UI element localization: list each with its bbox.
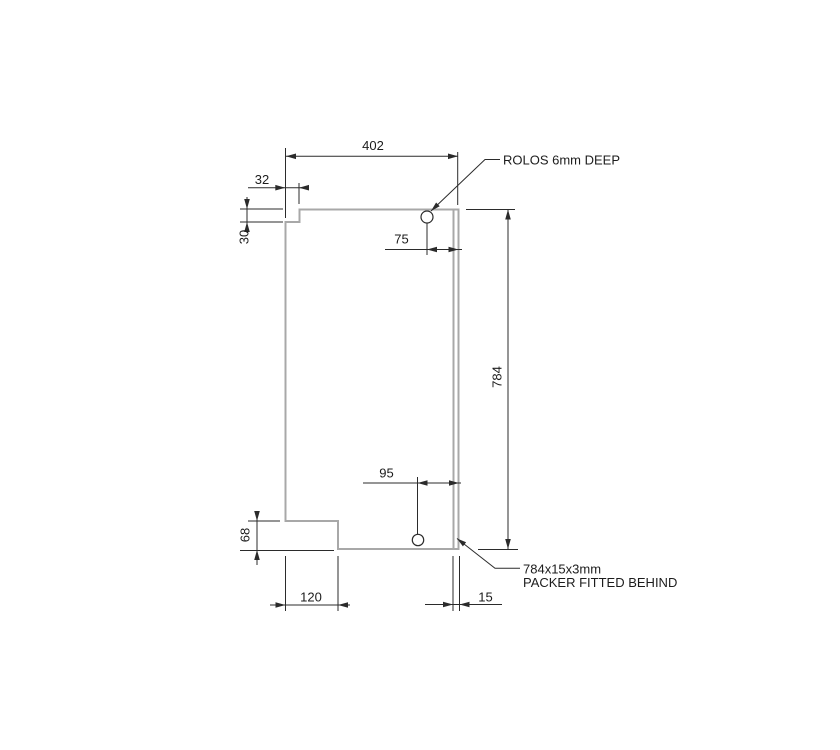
leader-arrowhead bbox=[431, 202, 440, 211]
dimension-text: 95 bbox=[379, 466, 393, 481]
dimension-text: 15 bbox=[478, 590, 492, 605]
dimension-text: 75 bbox=[394, 232, 408, 247]
arrowhead bbox=[244, 222, 250, 232]
arrowhead bbox=[338, 602, 348, 608]
arrowhead bbox=[443, 601, 453, 608]
dimension-text: 784 bbox=[490, 366, 505, 388]
dim-bottom-notch-depth: 68 bbox=[238, 511, 334, 565]
arrowhead bbox=[254, 550, 260, 560]
packer-note-line1: 784x15x3mm bbox=[523, 562, 601, 577]
dim-overall-width: 402 bbox=[285, 138, 459, 218]
leader-line bbox=[430, 159, 500, 212]
dimension-text: 68 bbox=[238, 528, 253, 542]
arrowhead bbox=[275, 184, 286, 191]
arrowhead bbox=[448, 246, 459, 253]
panel-outline bbox=[284, 208, 460, 550]
rolos-hole-bottom bbox=[411, 533, 425, 547]
arrowhead bbox=[286, 153, 296, 160]
dim-packer-thickness: 15 bbox=[425, 556, 502, 611]
rolos-hole-top bbox=[420, 210, 434, 224]
dim-bottom-notch-width: 120 bbox=[270, 556, 350, 611]
arrowhead bbox=[505, 209, 511, 220]
dim-top-notch-depth: 30 bbox=[237, 197, 283, 244]
dimension-text: 32 bbox=[255, 172, 269, 187]
arrowhead bbox=[244, 199, 250, 209]
rolos-note-text: ROLOS 6mm DEEP bbox=[503, 153, 620, 168]
dim-top-hole-to-edge: 75 bbox=[385, 223, 462, 255]
arrowhead bbox=[459, 601, 470, 608]
arrowhead bbox=[427, 246, 437, 253]
arrowhead bbox=[299, 184, 309, 191]
arrowhead bbox=[449, 480, 459, 486]
dimension-text: 30 bbox=[237, 230, 252, 244]
leader-arrowhead bbox=[457, 538, 467, 547]
leader-rolos-note: ROLOS 6mm DEEP bbox=[430, 153, 620, 212]
leader-line bbox=[456, 538, 520, 569]
dim-overall-height: 784 bbox=[466, 209, 518, 550]
arrowhead bbox=[254, 511, 260, 521]
leader-packer-note: 784x15x3mm PACKER FITTED BEHIND bbox=[456, 538, 677, 590]
dim-top-notch-width: 32 bbox=[248, 172, 309, 204]
arrowhead bbox=[448, 153, 458, 160]
dimension-text: 402 bbox=[362, 138, 384, 153]
dim-bottom-hole-to-edge: 95 bbox=[363, 466, 461, 534]
panel-outline-group bbox=[284, 208, 460, 550]
packer-note-line2: PACKER FITTED BEHIND bbox=[523, 575, 677, 590]
arrowhead bbox=[417, 480, 428, 486]
dimension-text: 120 bbox=[300, 590, 322, 605]
arrowhead bbox=[505, 539, 511, 549]
arrowhead bbox=[275, 602, 286, 608]
